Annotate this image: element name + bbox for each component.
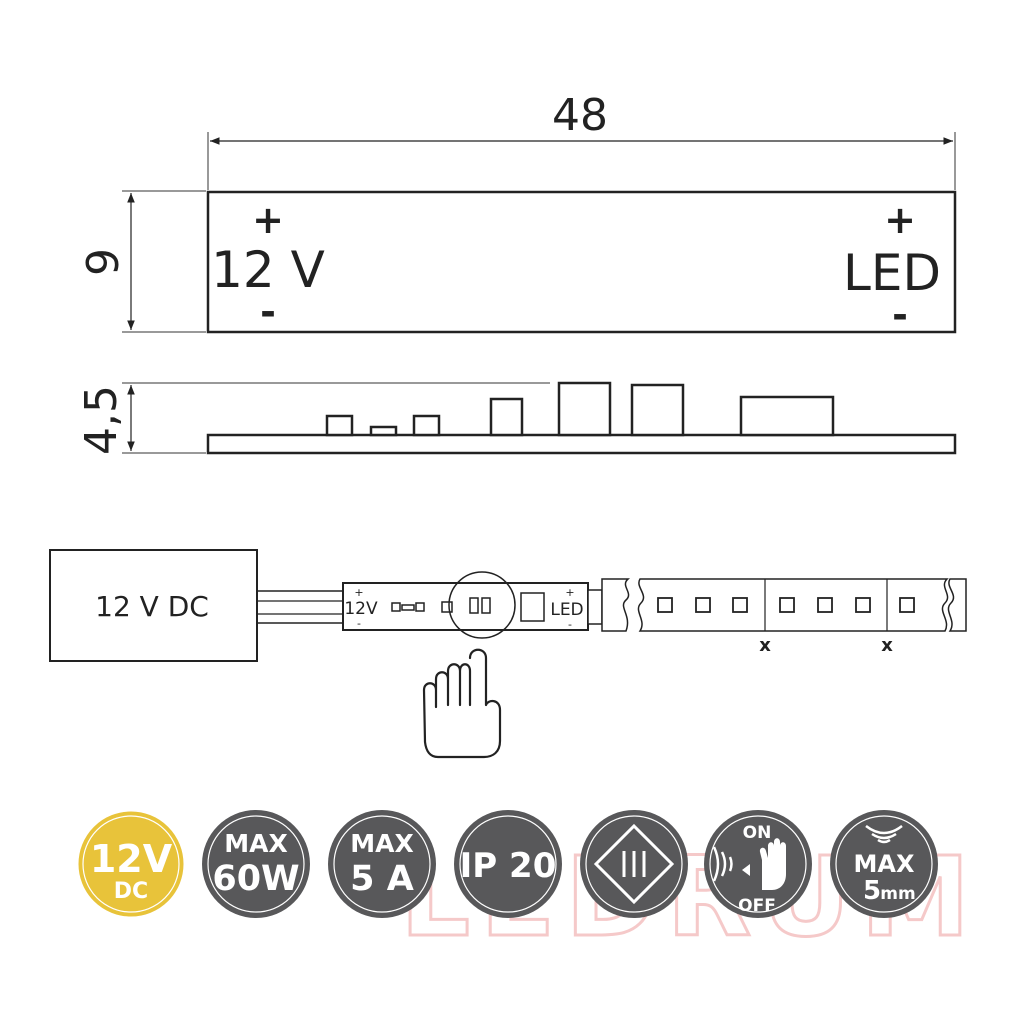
- badge-touch-switch: ON OFF: [704, 810, 812, 918]
- feature-badges: 12V DC MAX 60W MAX 5 A IP 20: [75, 808, 938, 920]
- badge-max-current-max: MAX: [350, 829, 414, 858]
- wiring-diagram: 12 V DC + 12V - + LED - x x: [49, 549, 967, 759]
- module-output-label: LED: [550, 600, 583, 620]
- touch-dimmer-module: [342, 582, 589, 631]
- touch-waves-icon: [712, 846, 733, 882]
- strip-connector: [587, 589, 603, 625]
- height-dimension-label: 9: [78, 248, 129, 276]
- input-12v-label: 12 V: [211, 241, 325, 299]
- led-chip: [657, 597, 673, 613]
- class-iii-icon: [593, 823, 675, 905]
- cut-mark: x: [759, 635, 771, 656]
- badge-class-iii: [580, 810, 688, 918]
- cut-mark: x: [881, 635, 893, 656]
- touch-sensor-highlight: [448, 571, 516, 639]
- top-view: 48 9 + 12 V - + LED -: [78, 90, 957, 337]
- power-supply: [49, 549, 258, 662]
- led-chip: [695, 597, 711, 613]
- badge-off-label: OFF: [738, 896, 776, 916]
- badge-max-power: MAX 60W: [202, 810, 310, 918]
- component: [630, 383, 685, 437]
- side-view: 4,5: [76, 381, 957, 455]
- side-view-pcb: [206, 433, 957, 455]
- right-plus-symbol: +: [884, 198, 916, 242]
- badge-max-current: MAX 5 A: [328, 810, 436, 918]
- led-chip: [817, 597, 833, 613]
- thickness-dimension-label: 4,5: [76, 385, 127, 455]
- led-chip: [779, 597, 795, 613]
- power-supply-label: 12 V DC: [95, 590, 209, 623]
- sensor-waves-icon: [865, 824, 903, 844]
- module-right-minus: -: [568, 618, 572, 631]
- led-chip: [732, 597, 748, 613]
- left-minus-symbol: -: [260, 290, 276, 334]
- left-plus-symbol: +: [252, 198, 284, 242]
- badge-ip-rating: IP 20: [454, 810, 562, 918]
- badge-sensor-unit: mm: [880, 884, 915, 904]
- badge-on-label: ON: [743, 823, 772, 843]
- badge-max-power-value: 60W: [212, 859, 299, 899]
- module-left-plus: +: [354, 586, 363, 599]
- component: [369, 425, 398, 437]
- led-strip-stub: [601, 578, 630, 632]
- led-chip: [855, 597, 871, 613]
- pointing-hand-icon: [422, 648, 502, 759]
- badge-voltage: 12V DC: [75, 808, 187, 920]
- component: [739, 395, 835, 437]
- component: [489, 397, 524, 437]
- module-input-label: 12V: [344, 599, 378, 619]
- led-strip-end: [947, 578, 967, 632]
- badge-ip-value: IP 20: [460, 846, 557, 886]
- component: [325, 414, 354, 437]
- hand-stop-icon: [759, 838, 786, 890]
- output-led-label: LED: [843, 244, 941, 302]
- led-chip: [899, 597, 915, 613]
- badge-sensor-value: 5: [863, 876, 881, 906]
- component: [557, 381, 612, 437]
- top-view-board: [206, 190, 957, 334]
- badge-voltage-type: DC: [114, 879, 148, 904]
- width-dimension-label: 48: [552, 90, 608, 141]
- module-right-plus: +: [565, 586, 574, 599]
- badge-max-current-value: 5 A: [350, 859, 414, 899]
- badge-sensor-max: MAX: [854, 850, 915, 878]
- module-left-minus: -: [357, 617, 361, 630]
- badge-sensor-distance: MAX 5 mm: [830, 810, 938, 918]
- component: [412, 414, 441, 437]
- badge-max-power-max: MAX: [224, 829, 288, 858]
- badge-voltage-value: 12V: [90, 837, 173, 881]
- right-minus-symbol: -: [892, 293, 908, 337]
